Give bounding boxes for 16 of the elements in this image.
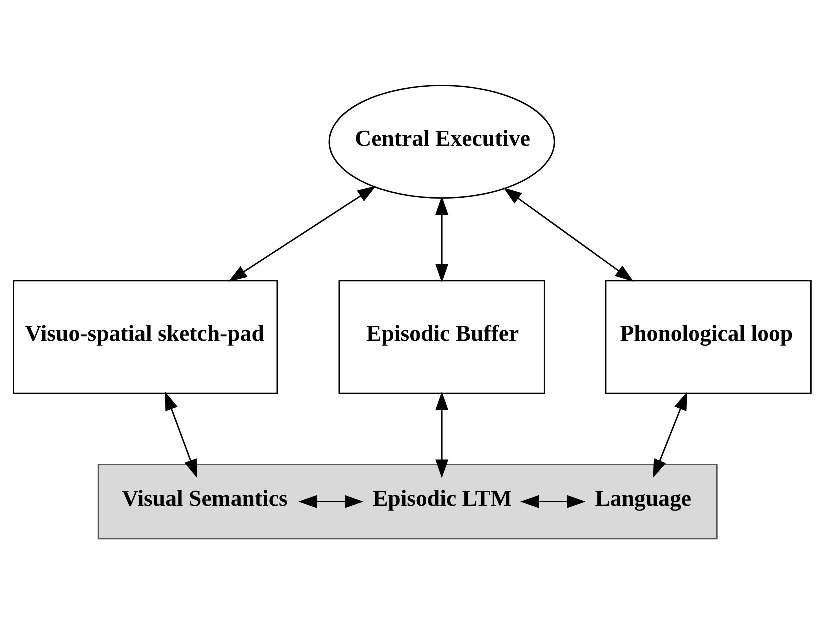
- arrow: [436, 196, 449, 282]
- node-text: Episodic LTM: [372, 485, 512, 510]
- arrow: [228, 186, 376, 282]
- arrow: [165, 391, 198, 478]
- node-box: Episodic Buffer: [338, 280, 546, 394]
- node-box: Visuo-spatial sketch-pad: [13, 280, 278, 394]
- node-text: Visual Semantics: [122, 485, 288, 510]
- cluster: [98, 464, 718, 540]
- arrow: [520, 494, 586, 508]
- arrow: [436, 391, 449, 478]
- node-text: Language: [595, 485, 692, 510]
- node-ellipse: Central Executive: [328, 84, 556, 198]
- node-box: Phonological loop: [605, 280, 812, 394]
- arrow: [653, 391, 688, 478]
- arrow: [298, 494, 364, 508]
- arrow: [503, 187, 634, 282]
